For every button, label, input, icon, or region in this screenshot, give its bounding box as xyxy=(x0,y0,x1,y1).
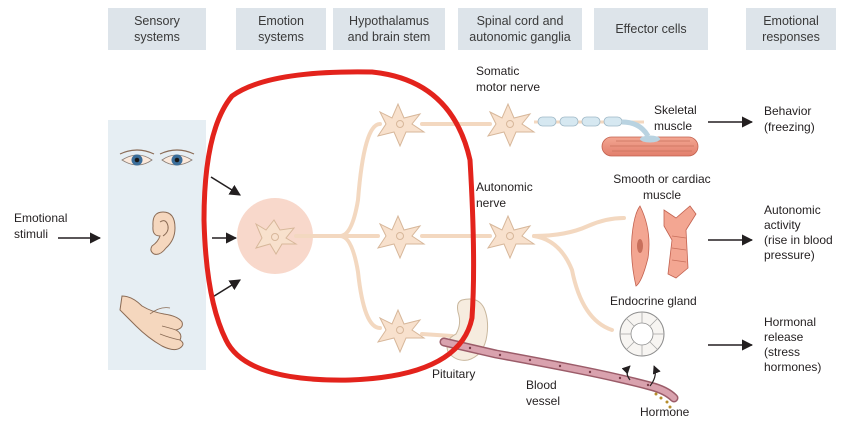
header-line: autonomic ganglia xyxy=(469,30,571,44)
response-line: Autonomic xyxy=(764,203,821,217)
autonomic-nerve-label: Autonomic xyxy=(476,180,533,194)
endocrine-gland-label: Endocrine gland xyxy=(610,294,697,308)
eyes-to-emotion-arrow xyxy=(210,176,241,196)
hormone-release-arrow xyxy=(649,365,661,387)
smooth-cardiac-muscle-label: muscle xyxy=(643,188,681,202)
header-line: Effector cells xyxy=(615,22,686,36)
response-line: release xyxy=(764,330,804,344)
header-line: Sensory xyxy=(134,14,181,28)
response-line: (rise in blood xyxy=(764,233,833,247)
header-line: systems xyxy=(258,30,304,44)
header-emotional-responses: Emotional responses xyxy=(746,8,836,50)
skeletal-muscle-label: Skeletal xyxy=(654,103,697,117)
header-emotion-systems: Emotion systems xyxy=(236,8,326,50)
red-annotation-circle xyxy=(201,69,477,383)
response-line: Behavior xyxy=(764,104,811,118)
behavior-response: Behavior (freezing) xyxy=(764,104,815,134)
response-line: (freezing) xyxy=(764,120,815,134)
ear-icon xyxy=(150,211,176,255)
header-line: Spinal cord and xyxy=(477,14,564,28)
pituitary-label: Pituitary xyxy=(432,367,475,381)
header-line: and brain stem xyxy=(348,30,431,44)
hormone-label: Hormone xyxy=(640,405,690,419)
hormone-release-arrow xyxy=(621,365,631,381)
somatic-motor-neuron xyxy=(486,102,536,148)
hormonal-release-response: Hormonal release (stress hormones) xyxy=(764,315,821,374)
smooth-muscle-cell xyxy=(631,205,650,287)
stimuli-line: stimuli xyxy=(14,227,48,241)
brainstem-neuron-bottom xyxy=(376,308,426,354)
blood-vessel xyxy=(439,337,679,403)
header-hypothalamus-brain-stem: Hypothalamus and brain stem xyxy=(333,8,445,50)
autonomic-activity-response: Autonomic activity (rise in blood pressu… xyxy=(764,203,833,262)
cardiac-muscle-cell xyxy=(663,205,697,279)
emotion-system-neuron xyxy=(254,219,298,255)
autonomic-ganglion-neuron xyxy=(486,214,536,260)
header-line: Emotional xyxy=(763,14,819,28)
blood-vessel-label: vessel xyxy=(526,394,560,408)
skeletal-muscle-label: muscle xyxy=(654,119,692,133)
header-spinal-cord-ganglia: Spinal cord and autonomic ganglia xyxy=(458,8,582,50)
brainstem-neuron-top xyxy=(376,102,426,148)
somatic-motor-nerve-label: motor nerve xyxy=(476,80,540,94)
hand-to-emotion-arrow xyxy=(210,279,241,299)
somatic-motor-nerve xyxy=(534,116,651,138)
brainstem-neuron-middle xyxy=(376,214,426,260)
somatic-motor-nerve-label: Somatic xyxy=(476,64,519,78)
endocrine-gland xyxy=(619,311,665,357)
hormone-particles xyxy=(654,392,672,409)
stimuli-line: Emotional xyxy=(14,211,67,225)
smooth-cardiac-muscle-label: Smooth or cardiac xyxy=(613,172,710,186)
autonomic-nerve-branches xyxy=(532,216,626,332)
blood-vessel-label: Blood xyxy=(526,378,557,392)
header-line: responses xyxy=(762,30,820,44)
skeletal-muscle xyxy=(601,135,699,157)
response-line: (stress xyxy=(764,345,800,359)
emotion-axons xyxy=(294,122,382,330)
header-line: systems xyxy=(134,30,180,44)
response-line: activity xyxy=(764,218,801,232)
eyes-icon xyxy=(119,149,195,166)
response-line: pressure) xyxy=(764,248,815,262)
autonomic-nerve-label: nerve xyxy=(476,196,506,210)
hand-icon xyxy=(119,295,184,351)
header-line: Hypothalamus xyxy=(349,14,429,28)
response-line: Hormonal xyxy=(764,315,816,329)
header-effector-cells: Effector cells xyxy=(594,8,708,50)
emotional-stimuli-label: Emotional stimuli xyxy=(14,211,67,241)
response-line: hormones) xyxy=(764,360,821,374)
header-sensory-systems: Sensory systems xyxy=(108,8,206,50)
header-line: Emotion xyxy=(258,14,304,28)
